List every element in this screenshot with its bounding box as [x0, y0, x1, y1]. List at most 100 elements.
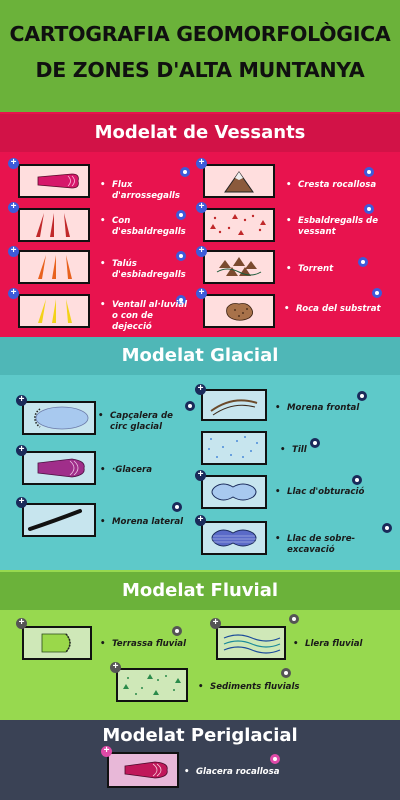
info-icon[interactable] [289, 614, 299, 624]
label-cresta-rocallosa: Cresta rocallosa [286, 180, 388, 191]
label-glacera-rocallosa: Glacera rocallosa [184, 767, 286, 778]
info-icon[interactable] [281, 668, 291, 678]
legend-symbol-till[interactable] [201, 431, 267, 465]
info-icon[interactable] [372, 288, 382, 298]
llac-sobre-excavacio-icon [211, 529, 257, 547]
add-icon[interactable]: + [16, 445, 27, 456]
morena-lateral-icon [28, 509, 82, 531]
section-vessants-title: Modelat de Vessants [0, 114, 400, 152]
section-periglacial-title: Modelat Periglacial [0, 720, 400, 752]
legend-symbol-torrent[interactable] [203, 250, 275, 284]
label-morena-frontal: Morena frontal [275, 403, 367, 414]
add-icon[interactable]: + [195, 384, 206, 395]
section-periglacial: Modelat Periglacial + Glacera rocallosa [0, 720, 400, 800]
add-icon[interactable]: + [8, 288, 19, 299]
legend-symbol-glacera[interactable] [22, 451, 96, 485]
add-icon[interactable]: + [196, 202, 207, 213]
page-title-line-2: DE ZONES D'ALTA MUNTANYA [35, 58, 365, 82]
add-icon[interactable]: + [16, 497, 27, 508]
label-till: Till [280, 445, 332, 456]
morena-frontal-icon [210, 399, 258, 416]
label-sediments-fluvials: Sediments fluvials [198, 682, 300, 693]
torrent-icon [216, 257, 262, 276]
add-icon[interactable]: + [16, 395, 27, 406]
legend-symbol-glacera-rocallosa[interactable] [107, 752, 179, 788]
info-icon[interactable] [176, 210, 186, 220]
sediments-fluvials-icon [123, 674, 181, 695]
label-flux-arrossegalls: Flux d'arrossegalls [100, 180, 192, 202]
add-icon[interactable]: + [16, 618, 27, 629]
legend-symbol-flux-arrossegalls[interactable] [18, 164, 90, 198]
legend-symbol-esbaldregalls-vessant[interactable] [203, 208, 275, 242]
info-icon[interactable] [364, 167, 374, 177]
add-icon[interactable]: + [101, 746, 112, 757]
info-icon[interactable] [358, 257, 368, 267]
add-icon[interactable]: + [195, 515, 206, 526]
label-talus-esbiadregalls: Talús d'esbiadregalls [100, 259, 192, 281]
llera-fluvial-icon [223, 634, 281, 654]
info-icon[interactable] [270, 754, 280, 764]
label-llera-fluvial: Llera fluvial [293, 639, 385, 650]
info-icon[interactable] [176, 251, 186, 261]
info-icon[interactable] [352, 475, 362, 485]
legend-symbol-ventall-alluvial[interactable] [18, 294, 90, 328]
legend-symbol-llera-fluvial[interactable] [216, 626, 286, 660]
info-icon[interactable] [310, 438, 320, 448]
con-esbaldregalls-icon [36, 213, 70, 237]
label-torrent: Torrent [286, 264, 358, 275]
label-terrassa-fluvial: Terrassa fluvial [100, 639, 192, 650]
label-ventall-alluvial: Ventall al·luvial o con de dejecció [100, 300, 194, 333]
section-glacial-title: Modelat Glacial [0, 337, 400, 375]
add-icon[interactable]: + [195, 470, 206, 481]
till-icon [208, 436, 258, 458]
info-icon[interactable] [180, 167, 190, 177]
legend-symbol-terrassa-fluvial[interactable] [22, 626, 92, 660]
label-llac-sobre-excavacio: Llac de sobre-excavació [275, 534, 397, 556]
section-glacial: Modelat Glacial + Capçalera de circ glac… [0, 337, 400, 570]
legend-symbol-capcalera-circ[interactable] [22, 401, 96, 435]
info-icon[interactable] [172, 502, 182, 512]
add-icon[interactable]: + [8, 158, 19, 169]
talus-esbiadregalls-icon [38, 255, 72, 279]
add-icon[interactable]: + [210, 618, 221, 629]
add-icon[interactable]: + [196, 158, 207, 169]
legend-symbol-llac-sobre-excavacio[interactable] [201, 521, 267, 555]
roca-substrat-icon [226, 303, 253, 321]
info-icon[interactable] [185, 401, 195, 411]
glacera-rocallosa-icon [124, 761, 168, 779]
add-icon[interactable]: + [196, 288, 207, 299]
info-icon[interactable] [382, 523, 392, 533]
legend-symbol-morena-lateral[interactable] [22, 503, 96, 537]
legend-symbol-cresta-rocallosa[interactable] [203, 164, 275, 198]
cresta-rocallosa-icon [224, 171, 254, 193]
legend-symbol-sediments-fluvials[interactable] [116, 668, 188, 702]
add-icon[interactable]: + [8, 246, 19, 257]
add-icon[interactable]: + [8, 202, 19, 213]
section-fluvial: Modelat Fluvial + Terrassa fluvial + Lle… [0, 570, 400, 720]
section-fluvial-title: Modelat Fluvial [0, 572, 400, 610]
legend-symbol-morena-frontal[interactable] [201, 389, 267, 421]
add-icon[interactable]: + [196, 246, 207, 257]
legend-symbol-talus-esbiadregalls[interactable] [18, 250, 90, 284]
add-icon[interactable]: + [110, 662, 121, 673]
info-icon[interactable] [364, 204, 374, 214]
legend-symbol-con-esbaldregalls[interactable] [18, 208, 90, 242]
info-icon[interactable] [172, 626, 182, 636]
header: CARTOGRAFIA GEOMORFOLÒGICA DE ZONES D'AL… [0, 0, 400, 112]
label-con-esbaldregalls: Con d'esbaldregalls [100, 216, 187, 238]
label-roca-substrat: Roca del substrat [284, 304, 386, 315]
flux-arrossegalls-icon [37, 173, 79, 189]
label-glacera: ·Glacera [100, 465, 172, 476]
label-capcalera-circ: Capçalera de circ glacial [98, 411, 190, 433]
section-vessants: Modelat de Vessants + Flux d'arrossegall… [0, 112, 400, 337]
glacera-icon [37, 458, 85, 478]
page-title-line-1: CARTOGRAFIA GEOMORFOLÒGICA [9, 22, 391, 46]
esbaldregalls-vessant-icon [210, 214, 266, 235]
label-esbaldregalls-vessant: Esbaldregalls de vessant [286, 216, 390, 238]
terrassa-fluvial-icon [41, 633, 71, 653]
ventall-alluvial-icon [38, 299, 72, 323]
legend-symbol-roca-substrat[interactable] [203, 294, 275, 328]
info-icon[interactable] [357, 391, 367, 401]
capcalera-circ-icon [34, 406, 89, 430]
legend-symbol-llac-obturacio[interactable] [201, 475, 267, 509]
